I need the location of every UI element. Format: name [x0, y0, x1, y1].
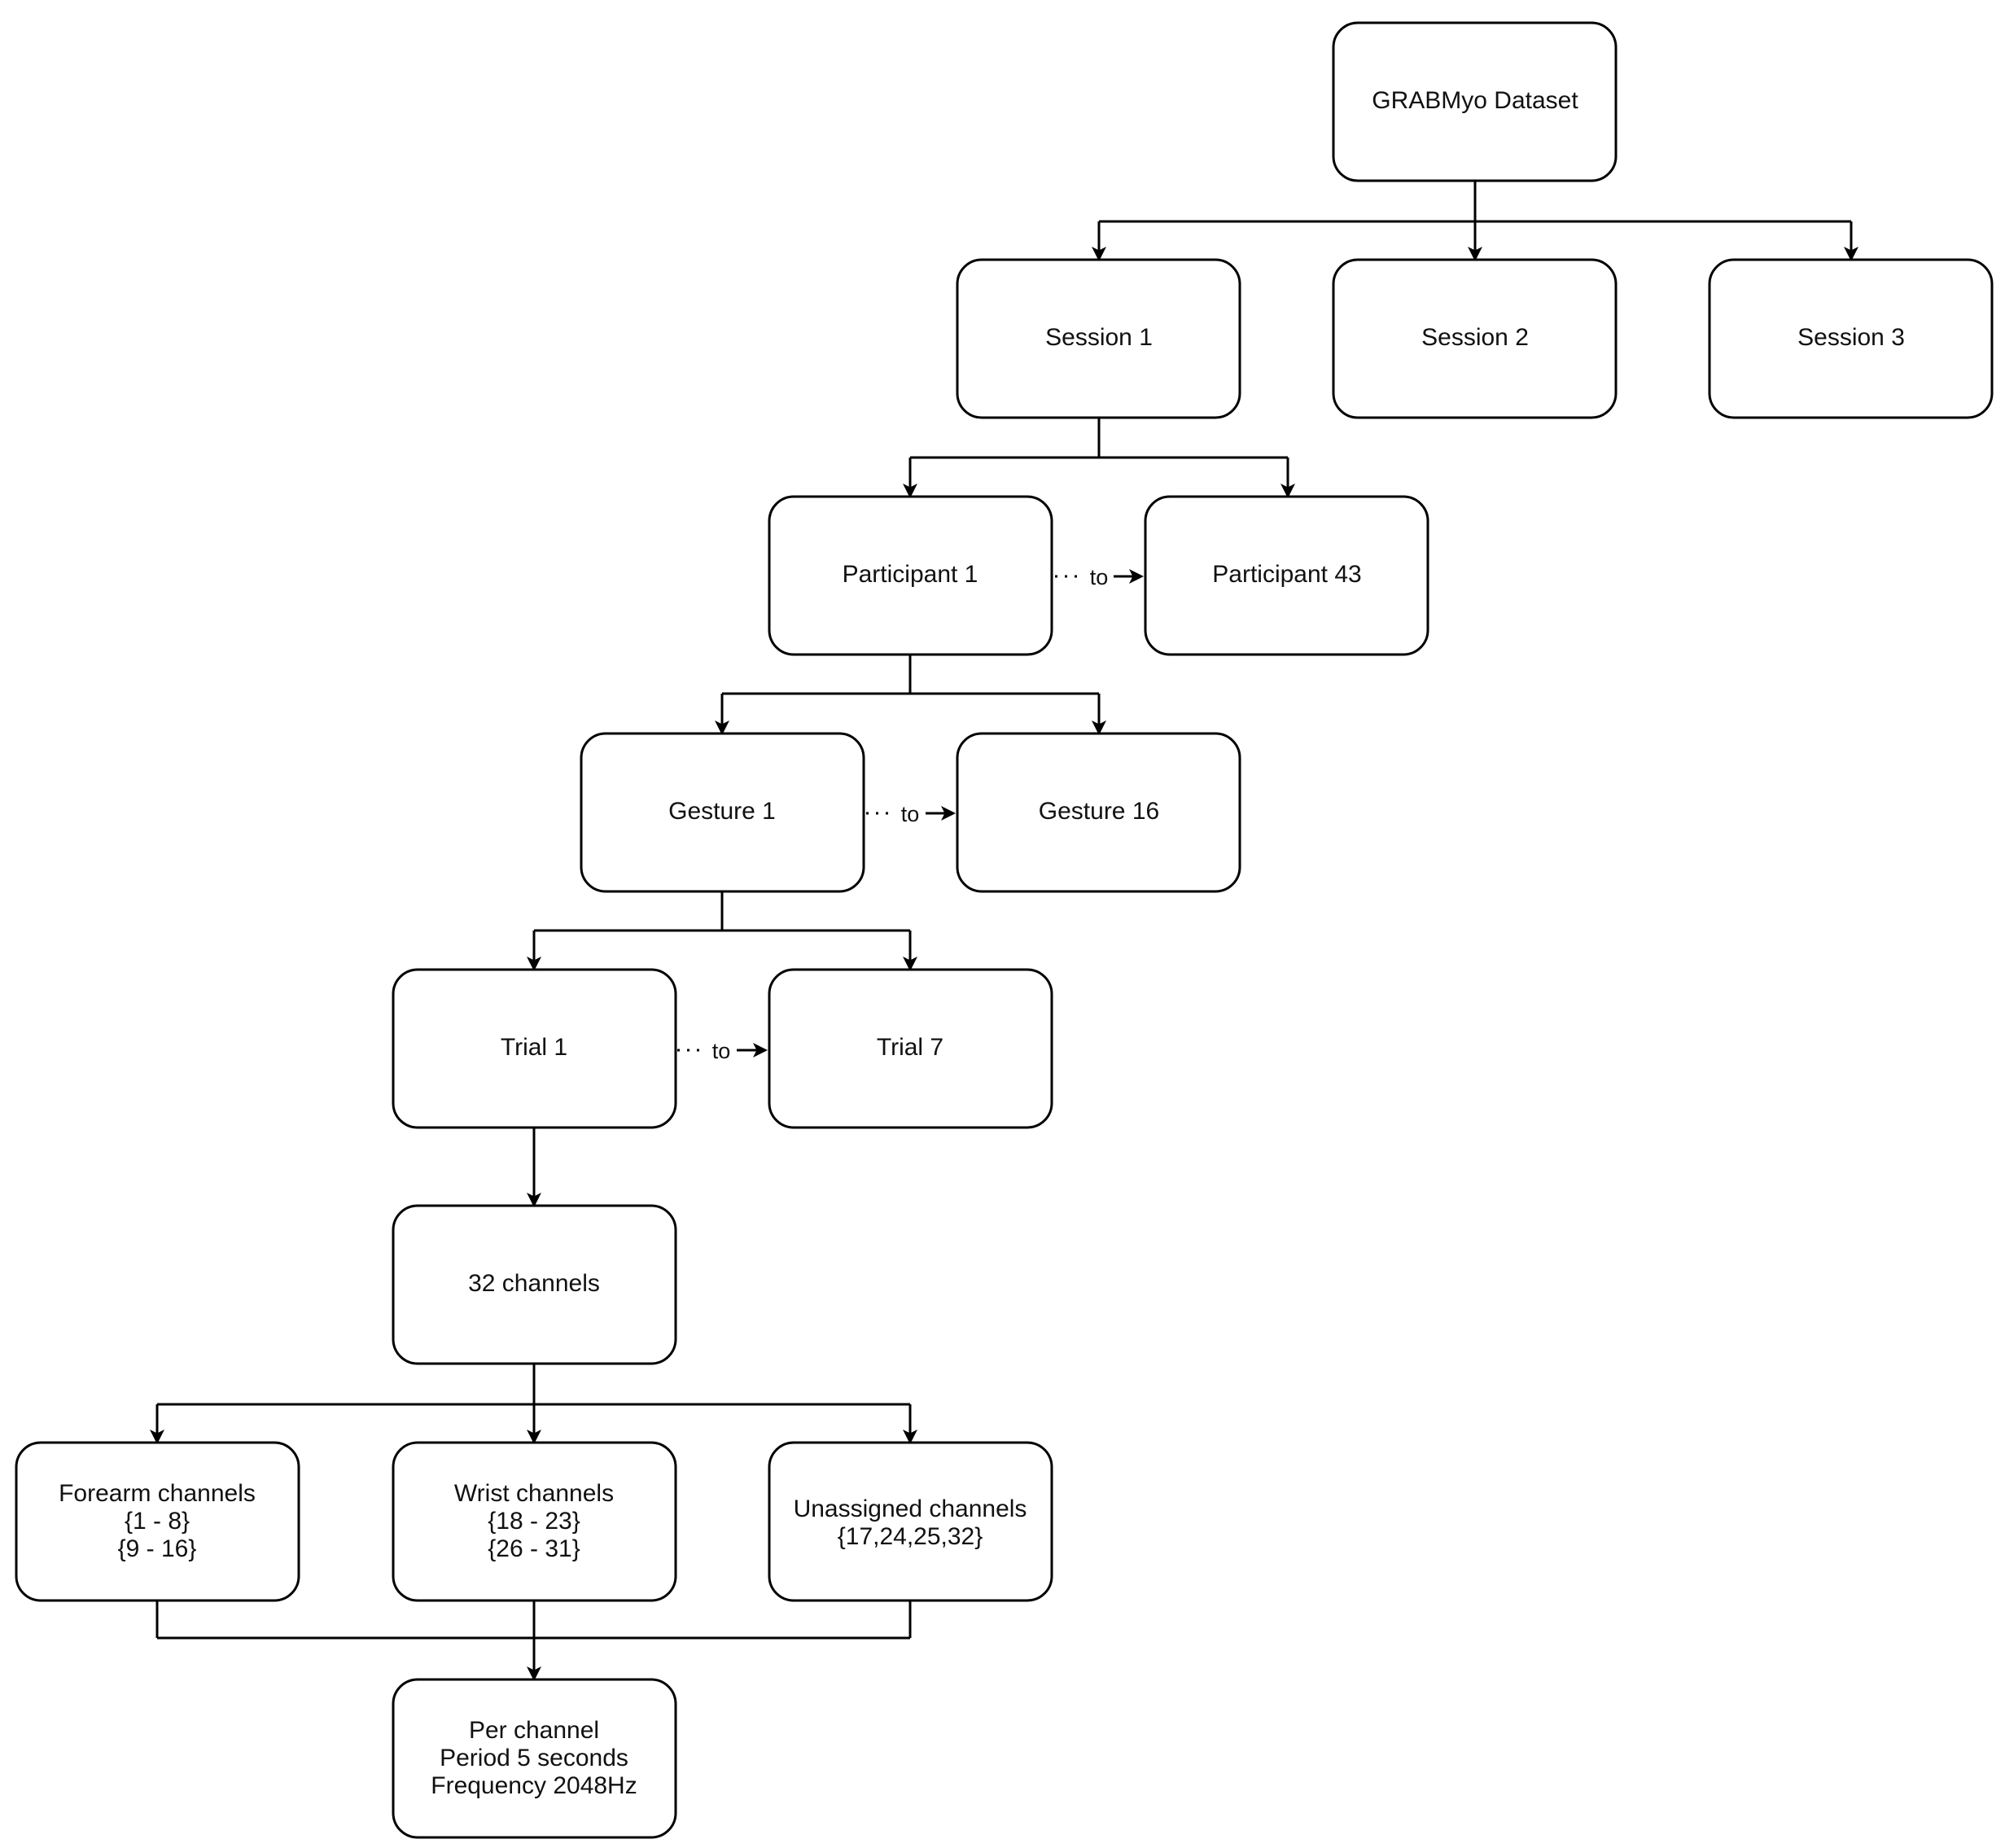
node-grabmyo-dataset-label: GRABMyo Dataset	[1372, 87, 1578, 114]
node-per-channel-line-3: Frequency 2048Hz	[431, 1772, 637, 1799]
node-gesture-16: Gesture 16	[956, 732, 1241, 893]
node-gesture-1-label: Gesture 1	[668, 798, 776, 825]
range-connector-participants: to	[1055, 565, 1144, 589]
node-session-1-label: Session 1	[1045, 324, 1153, 351]
node-32-channels: 32 channels	[392, 1204, 677, 1365]
node-forearm-channels-line-2: {1 - 8}	[125, 1508, 190, 1535]
node-forearm-channels: Forearm channels {1 - 8} {9 - 16}	[15, 1441, 300, 1602]
node-wrist-channels-line-2: {18 - 23}	[488, 1508, 580, 1535]
edge-groups-to-per-channel	[155, 1601, 912, 1681]
node-session-2: Session 2	[1332, 258, 1618, 419]
node-forearm-channels-line-1: Forearm channels	[59, 1480, 256, 1507]
node-trial-7-label: Trial 7	[877, 1034, 943, 1061]
node-per-channel: Per channel Period 5 seconds Frequency 2…	[392, 1678, 677, 1839]
range-connector-participants-label: to	[1090, 565, 1109, 589]
node-gesture-16-label: Gesture 16	[1039, 798, 1159, 825]
node-trial-1: Trial 1	[392, 968, 677, 1129]
node-gesture-1: Gesture 1	[580, 732, 865, 893]
edge-channels-to-groups	[150, 1364, 917, 1444]
node-participant-1-label: Participant 1	[843, 561, 978, 588]
edge-participant1-to-gestures	[715, 655, 1106, 735]
node-grabmyo-dataset: GRABMyo Dataset	[1332, 21, 1618, 182]
node-wrist-channels-line-3: {26 - 31}	[488, 1535, 580, 1562]
node-unassigned-channels: Unassigned channels {17,24,25,32}	[768, 1441, 1053, 1602]
node-session-3-label: Session 3	[1797, 324, 1905, 351]
range-connector-trials: to	[677, 1039, 768, 1063]
node-trial-7: Trial 7	[768, 968, 1053, 1129]
range-connector-gestures: to	[866, 802, 956, 826]
node-session-2-label: Session 2	[1421, 324, 1529, 351]
node-per-channel-line-1: Per channel	[469, 1717, 599, 1744]
range-connector-trials-label: to	[712, 1039, 731, 1063]
node-session-1: Session 1	[956, 258, 1241, 419]
edge-root-to-sessions	[1092, 181, 1858, 261]
node-unassigned-channels-line-2: {17,24,25,32}	[838, 1523, 983, 1550]
node-participant-43-label: Participant 43	[1212, 561, 1361, 588]
edge-gesture1-to-trials	[527, 891, 917, 971]
edge-session1-to-participants	[903, 418, 1295, 498]
node-unassigned-channels-line-1: Unassigned channels	[794, 1495, 1027, 1522]
node-forearm-channels-line-3: {9 - 16}	[118, 1535, 197, 1562]
node-trial-1-label: Trial 1	[501, 1034, 567, 1061]
node-wrist-channels-line-1: Wrist channels	[454, 1480, 614, 1507]
node-participant-43: Participant 43	[1144, 495, 1429, 656]
node-per-channel-line-2: Period 5 seconds	[440, 1745, 628, 1771]
node-participant-1: Participant 1	[768, 495, 1053, 656]
node-wrist-channels: Wrist channels {18 - 23} {26 - 31}	[392, 1441, 677, 1602]
node-32-channels-label: 32 channels	[468, 1270, 600, 1297]
range-connector-gestures-label: to	[901, 802, 920, 826]
node-session-3: Session 3	[1708, 258, 1994, 419]
